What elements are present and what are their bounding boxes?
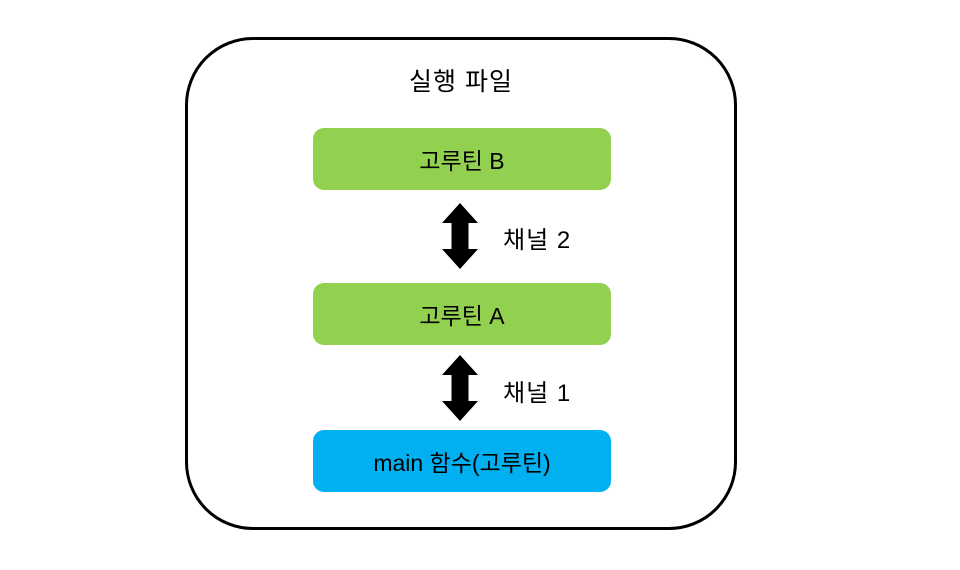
double-headed-arrow-icon xyxy=(442,203,478,269)
node-goroutine-b: 고루틴 B xyxy=(313,128,611,190)
double-headed-arrow-icon xyxy=(442,355,478,421)
double-headed-arrow-shape xyxy=(442,355,478,421)
channel-1-label: 채널 1 xyxy=(503,380,572,407)
node-main-function-label: main 함수(고루틴) xyxy=(373,450,551,476)
channel-2-label: 채널 2 xyxy=(503,227,572,254)
double-headed-arrow-shape xyxy=(442,203,478,269)
node-goroutine-a-label: 고루틴 A xyxy=(419,303,505,329)
node-main-function: main 함수(고루틴) xyxy=(313,430,611,492)
diagram-title: 실행 파일 xyxy=(409,68,513,96)
executable-file-container: 실행 파일 고루틴 B 채널 2 고루틴 A 채널 1 main 함수(고루틴) xyxy=(185,37,737,530)
node-goroutine-b-label: 고루틴 B xyxy=(419,148,505,174)
node-goroutine-a: 고루틴 A xyxy=(313,283,611,345)
